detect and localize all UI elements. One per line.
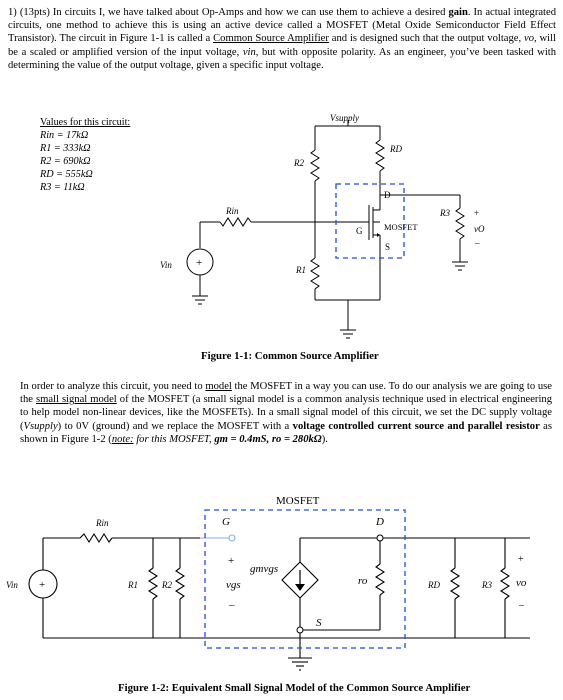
figure-1-1-caption: Figure 1-1: Common Source Amplifier bbox=[201, 350, 379, 362]
fig1-vo-minus: – bbox=[474, 238, 480, 248]
mosfet-box bbox=[335, 183, 405, 259]
figure-1-2-caption: Figure 1-2: Equivalent Small Signal Mode… bbox=[118, 682, 471, 694]
vo-term: vo bbox=[524, 33, 534, 45]
vin-plus: + bbox=[196, 257, 202, 269]
fig1-g-label: G bbox=[356, 226, 363, 236]
fig1-vo-label: vO bbox=[474, 224, 485, 234]
mosfet-arrow-icon bbox=[377, 233, 380, 237]
fig2-ro-label: ro bbox=[358, 575, 368, 587]
fig2-mosfet-box bbox=[204, 509, 406, 649]
current-arrowhead-icon bbox=[295, 584, 305, 591]
analysis-paragraph: In order to analyze this circuit, you ne… bbox=[20, 380, 552, 446]
fig1-r3-label: R3 bbox=[439, 208, 450, 218]
values-list: Values for this circuit: Rin = 17kΩ R1 =… bbox=[40, 116, 130, 194]
small-signal-model-term: small signal model bbox=[35, 394, 117, 406]
fig1-d-label: D bbox=[384, 190, 391, 200]
fig1-mosfet-label: MOSFET bbox=[384, 222, 418, 232]
fig2-r1-label: R1 bbox=[127, 580, 138, 590]
drain-node bbox=[376, 534, 384, 542]
common-source-amplifier-term: Common Source Amplifier bbox=[213, 33, 329, 45]
fig1-r1-label: R1 bbox=[295, 265, 306, 275]
fig2-vin-plus: + bbox=[39, 579, 45, 591]
fig2-g-label: G bbox=[222, 516, 230, 528]
fig2-vgs-plus: + bbox=[228, 555, 234, 567]
intro-text-5: , but with opposite polarity. As an engi… bbox=[8, 46, 557, 71]
fig2-d-label: D bbox=[375, 516, 384, 528]
problem-number: 1) bbox=[8, 7, 17, 18]
intro-text-4: , will be a scaled or amplified version … bbox=[8, 33, 557, 58]
value-r2: R2 = 690kΩ bbox=[40, 156, 91, 167]
fig2-gmvgs-label: gmvgs bbox=[250, 563, 278, 575]
figure-1-1-circuit: + Vsupply RD R2 R1 R3 Rin Vin D G S MOSF… bbox=[160, 113, 485, 339]
fig2-r3-label: R3 bbox=[481, 580, 492, 590]
analysis-text-4: ) to 0V (ground) and we replace the MOSF… bbox=[57, 420, 293, 432]
figure-1-2-circuit: MOSFET G D S Rin Vin + R1 R2 + vgs – gmv… bbox=[6, 495, 530, 671]
vin-term: vin bbox=[242, 46, 256, 58]
analysis-text-2: the MOSFET in a way you can use. To do o… bbox=[20, 381, 552, 406]
fig2-mosfet-label: MOSFET bbox=[276, 495, 320, 507]
fig1-rd-label: RD bbox=[389, 144, 402, 154]
intro-text-2: . In actual integrated circuits, one met… bbox=[8, 7, 557, 45]
gain-term: gain bbox=[448, 7, 468, 18]
fig2-vo-plus: + bbox=[518, 554, 524, 565]
analysis-text-1: In order to analyze this circuit, you ne… bbox=[20, 381, 206, 392]
fig2-vin-label: Vin bbox=[6, 580, 18, 590]
value-r3: R3 = 11kΩ bbox=[40, 182, 85, 193]
analysis-vsupply: Vsupply bbox=[23, 420, 58, 432]
fig2-vo-minus: – bbox=[518, 600, 525, 611]
value-r1: R1 = 333kΩ bbox=[40, 143, 91, 154]
fig2-rin-label: Rin bbox=[95, 518, 109, 528]
gm-ro-values: gm = 0.4mS, ro = 280kΩ bbox=[214, 433, 322, 445]
fig1-s-label: S bbox=[385, 242, 390, 252]
analysis-text-6: for this MOSFET, bbox=[133, 433, 215, 445]
fig1-vin-label: Vin bbox=[160, 260, 172, 270]
fig1-vsupply-label: Vsupply bbox=[330, 113, 359, 123]
fig1-r2-label: R2 bbox=[293, 158, 304, 168]
problem-statement: 1) (13pts) In circuits I, we have talked… bbox=[8, 6, 556, 72]
intro-text-3: and is designed such that the output vol… bbox=[328, 33, 524, 45]
problem-points: (13pts) bbox=[19, 7, 50, 18]
values-heading: Values for this circuit: bbox=[40, 117, 131, 128]
fig2-vgs-label: vgs bbox=[226, 579, 241, 591]
analysis-text-5: as shown in Figure 1-2 ( bbox=[20, 420, 553, 445]
intro-text-1: In circuits I, we have talked about Op-A… bbox=[49, 7, 449, 18]
analysis-text-3: of the MOSFET (a small signal model is a… bbox=[20, 394, 552, 432]
fig2-r2-label: R2 bbox=[161, 580, 172, 590]
fig1-vo-plus: + bbox=[474, 208, 479, 218]
note-term: note: bbox=[111, 433, 134, 445]
analysis-bold-phrase: voltage controlled current source and pa… bbox=[292, 420, 540, 432]
value-rin: Rin = 17kΩ bbox=[40, 130, 89, 141]
fig2-vo-label: vo bbox=[516, 577, 527, 589]
fig2-vgs-minus: – bbox=[228, 599, 235, 611]
source-node bbox=[296, 626, 304, 634]
value-rd: RD = 555kΩ bbox=[40, 169, 93, 180]
fig2-rd-label: RD bbox=[427, 580, 440, 590]
analysis-text-7: ). bbox=[321, 433, 328, 445]
fig2-s-label: S bbox=[316, 617, 322, 629]
fig1-rin-label: Rin bbox=[225, 206, 239, 216]
model-term: model bbox=[205, 381, 232, 392]
